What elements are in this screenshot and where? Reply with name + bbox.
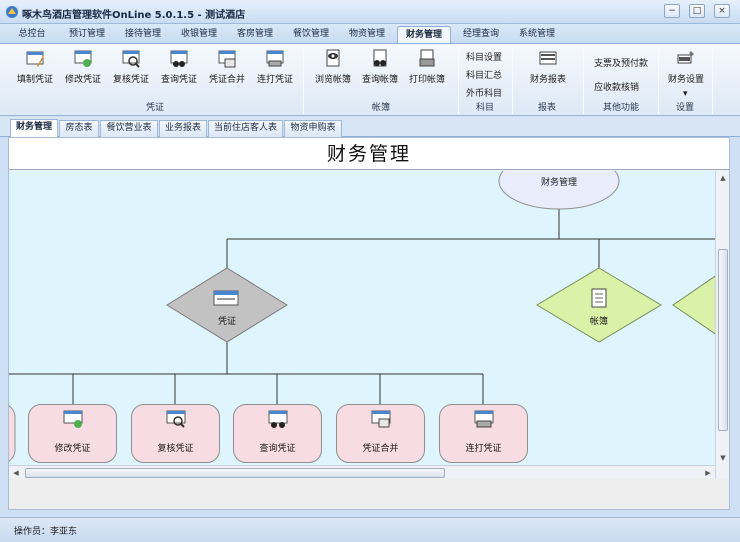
print-voucher-button[interactable]: 连打凭证 (252, 48, 298, 90)
scroll-right-icon[interactable]: ▶ (705, 469, 711, 477)
scroll-left-icon[interactable]: ◀ (13, 469, 19, 477)
print-ledger-icon (419, 49, 435, 67)
merge-voucher-icon (371, 410, 391, 428)
document-tab-bar: 财务管理 房态表 餐饮营业表 业务报表 当前住店客人表 物资申购表 (0, 117, 740, 138)
financial-report-icon (539, 51, 557, 65)
title-bar: 啄木鸟酒店管理软件OnLine 5.0.1.5 - 测试酒店 − □ × (0, 0, 740, 24)
report-group-label: 报表 (537, 103, 556, 113)
edit-voucher-icon (63, 410, 83, 428)
vertical-scroll-thumb[interactable] (718, 249, 728, 431)
voucher-node-icon (213, 290, 239, 306)
subject-settings-link[interactable]: 科目设置 (466, 53, 503, 63)
minimize-button[interactable]: − (664, 4, 680, 18)
print-voucher-icon (474, 410, 494, 428)
tab-cashier[interactable]: 收银管理 (180, 29, 217, 39)
close-button[interactable]: × (714, 4, 730, 18)
ledger-group-label: 帐簿 (371, 103, 390, 113)
ribbon-separator (583, 48, 584, 114)
horizontal-scroll-thumb[interactable] (25, 468, 445, 478)
query-voucher-button[interactable]: 查询凭证 (156, 48, 202, 90)
foreign-currency-subject-link[interactable]: 外币科目 (466, 89, 503, 99)
other-group-label: 其他功能 (602, 103, 639, 113)
vertical-scrollbar[interactable]: ▲ ▼ (715, 171, 729, 479)
tab-dashboard[interactable]: 总控台 (18, 29, 46, 39)
root-node-label: 财务管理 (540, 178, 577, 188)
print-voucher-node[interactable]: 连打凭证 (439, 404, 528, 463)
doc-tab-finance[interactable]: 财务管理 (10, 119, 58, 138)
merge-voucher-icon (218, 50, 236, 68)
diagram-canvas: 财务管理 凭证 帐簿 修改凭证 复核凭证 查询凭证 (9, 171, 715, 465)
fill-voucher-button[interactable]: 填制凭证 (12, 48, 58, 90)
doc-tab-material-purchase[interactable]: 物资申购表 (284, 120, 342, 137)
review-voucher-button[interactable]: 复核凭证 (108, 48, 154, 90)
voucher-group-label: 凭证 (145, 103, 164, 113)
doc-tab-catering-business[interactable]: 餐饮营业表 (100, 120, 158, 137)
fill-voucher-icon (26, 51, 44, 67)
review-voucher-icon (122, 50, 140, 68)
print-ledger-button[interactable]: 打印帐簿 (406, 48, 448, 90)
tab-reception[interactable]: 接待管理 (124, 29, 161, 39)
operator-label: 操作员：李亚东 (14, 527, 78, 537)
review-voucher-icon (166, 410, 186, 428)
review-voucher-node[interactable]: 复核凭证 (131, 404, 220, 463)
finance-settings-icon (677, 51, 694, 64)
scroll-up-icon[interactable]: ▲ (720, 174, 726, 182)
query-voucher-icon (170, 50, 188, 67)
restore-button[interactable]: □ (689, 4, 705, 18)
ledger-node-label: 帐簿 (589, 317, 608, 327)
subject-summary-link[interactable]: 科目汇总 (466, 71, 503, 81)
menu-tab-bar: 总控台 预订管理 接待管理 收银管理 客房管理 餐饮管理 物资管理 财务管理 经… (0, 24, 740, 43)
tab-reservation[interactable]: 预订管理 (68, 29, 105, 39)
page-title: 财务管理 (9, 138, 729, 170)
ribbon-separator (658, 48, 659, 114)
bottom-panel (9, 479, 729, 509)
cheque-prepayment-link[interactable]: 支票及预付款 (594, 59, 649, 69)
doc-tab-business-report[interactable]: 业务报表 (159, 120, 207, 137)
receivable-writeoff-link[interactable]: 应收款核销 (594, 83, 640, 93)
browse-ledger-icon (326, 49, 340, 67)
query-ledger-button[interactable]: 查询帐簿 (359, 48, 401, 90)
partial-next-node[interactable] (672, 268, 715, 342)
edit-voucher-icon (74, 50, 92, 67)
scroll-down-icon[interactable]: ▼ (720, 454, 726, 462)
merge-voucher-node[interactable]: 凭证合并 (336, 404, 425, 463)
ribbon-separator (712, 48, 713, 114)
doc-tab-current-guests[interactable]: 当前住店客人表 (208, 120, 283, 137)
settings-dropdown-icon[interactable]: ▾ (683, 89, 688, 99)
merge-voucher-button[interactable]: 凭证合并 (204, 48, 250, 90)
voucher-node-label: 凭证 (217, 317, 236, 327)
finance-panel: 财务管理 财务 (8, 137, 730, 510)
query-ledger-icon (373, 49, 387, 67)
partial-left-node[interactable] (9, 404, 16, 463)
ribbon-separator (303, 48, 304, 114)
subject-group-label: 科目 (475, 103, 494, 113)
root-node[interactable] (498, 171, 620, 210)
tab-finance[interactable]: 财务管理 (397, 26, 451, 43)
tab-system[interactable]: 系统管理 (518, 29, 555, 39)
woodpecker-app-icon (6, 6, 18, 18)
tab-catering[interactable]: 餐饮管理 (292, 29, 329, 39)
tab-housekeeping[interactable]: 客房管理 (236, 29, 273, 39)
window-title: 啄木鸟酒店管理软件OnLine 5.0.1.5 - 测试酒店 (22, 10, 246, 21)
query-voucher-node[interactable]: 查询凭证 (233, 404, 322, 463)
finance-settings-button[interactable]: 财务设置 (664, 48, 708, 90)
tab-materials[interactable]: 物资管理 (348, 29, 385, 39)
edit-voucher-button[interactable]: 修改凭证 (60, 48, 106, 90)
ledger-node-icon (591, 288, 607, 308)
diagram-connectors (9, 171, 715, 463)
tab-manager-query[interactable]: 经理查询 (462, 29, 499, 39)
ribbon: 填制凭证 修改凭证 复核凭证 查询凭证 凭证合并 连打凭证 凭证 浏览帐簿 查询… (0, 43, 740, 116)
horizontal-scrollbar[interactable]: ◀ ▶ (9, 465, 715, 479)
doc-tab-room-status[interactable]: 房态表 (59, 120, 99, 137)
ribbon-separator (458, 48, 459, 114)
ribbon-separator (512, 48, 513, 114)
query-voucher-icon (268, 410, 288, 428)
edit-voucher-node[interactable]: 修改凭证 (28, 404, 117, 463)
browse-ledger-button[interactable]: 浏览帐簿 (312, 48, 354, 90)
financial-report-button[interactable]: 财务报表 (522, 48, 574, 90)
status-bar: 操作员：李亚东 (0, 517, 740, 542)
print-voucher-icon (266, 50, 284, 67)
settings-group-label: 设置 (675, 103, 694, 113)
